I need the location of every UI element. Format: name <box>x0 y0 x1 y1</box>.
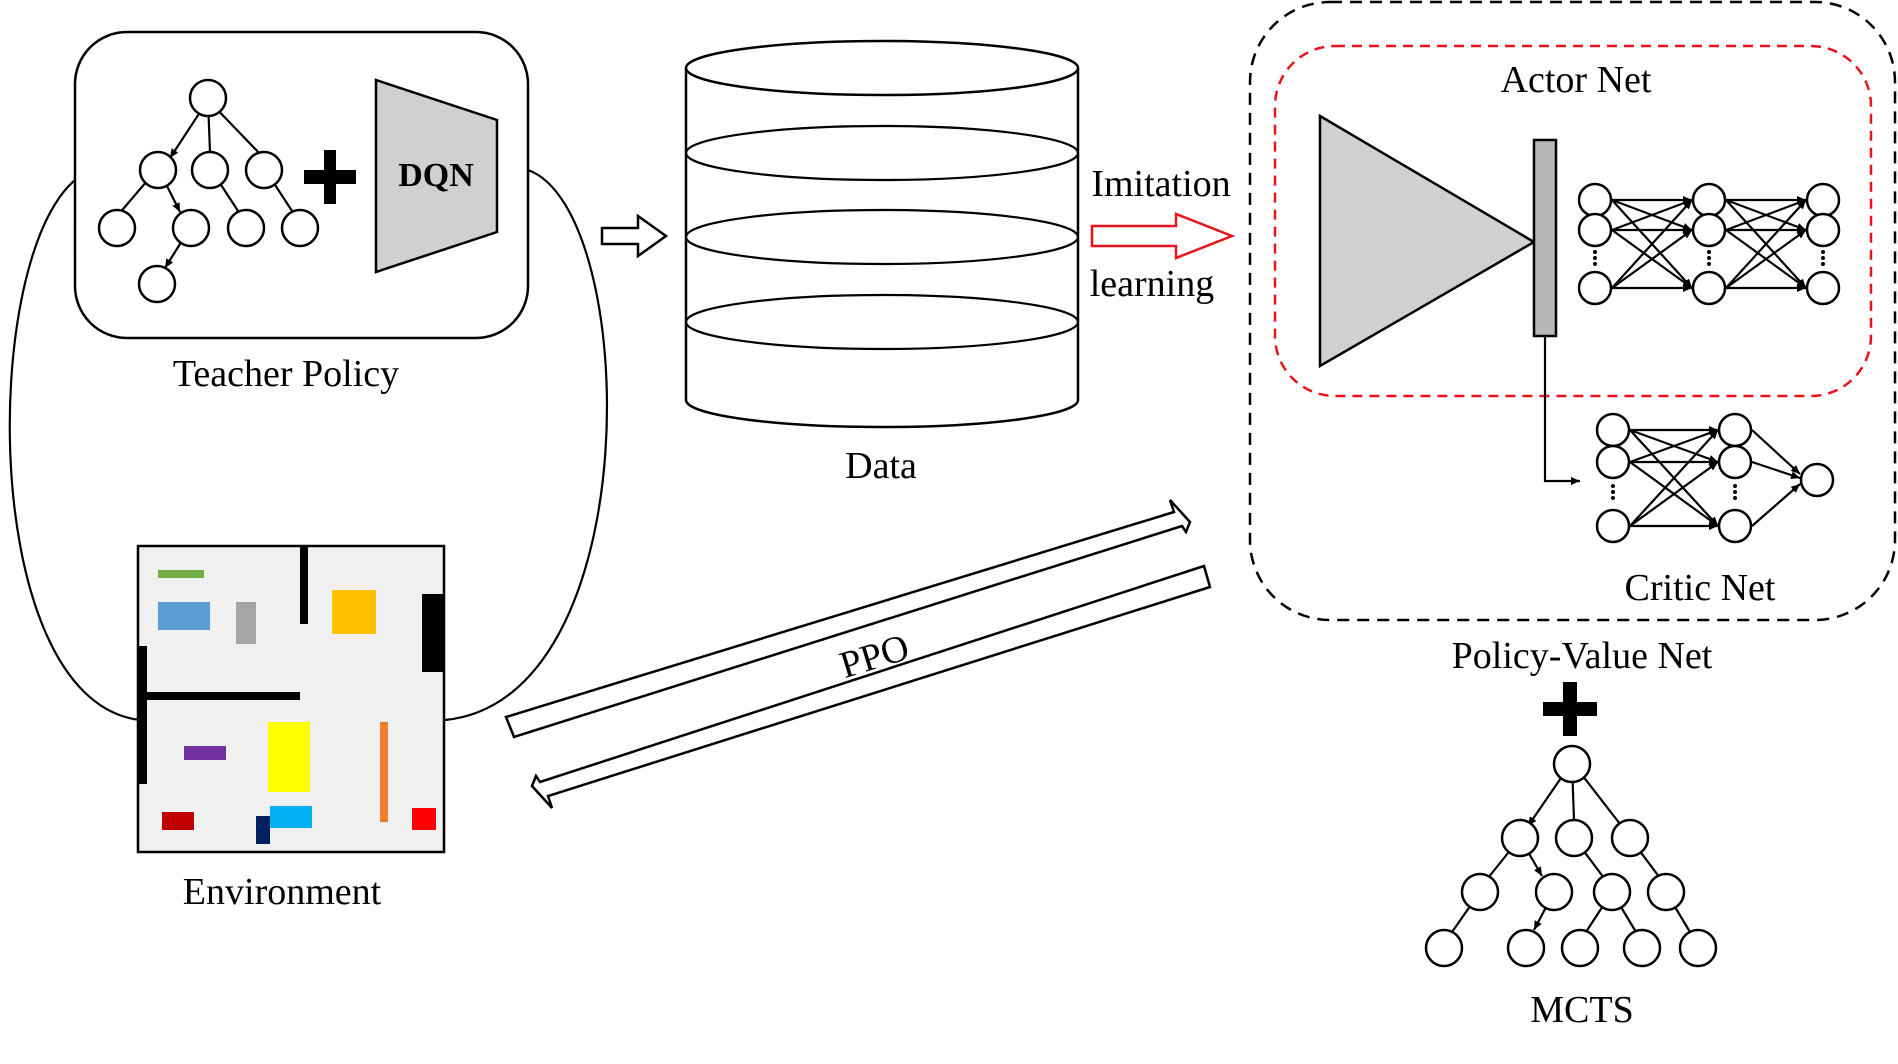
mcts-tree-icon <box>1424 744 1718 968</box>
plus-icon <box>304 150 356 204</box>
data-cylinder <box>684 39 1080 429</box>
environment-map <box>136 544 446 854</box>
data-label: Data <box>845 445 917 487</box>
env-gray-block <box>236 602 256 644</box>
ppo-arrow-to-environment <box>530 564 1212 809</box>
env-green-bar <box>158 570 204 578</box>
actor-mlp <box>1577 182 1841 306</box>
env-purple-block <box>184 746 226 760</box>
critic-net-label: Critic Net <box>1625 567 1776 609</box>
teacher-policy-label: Teacher Policy <box>173 353 399 395</box>
bar-to-critic-connector <box>1543 336 1580 485</box>
policy-value-net-box <box>1248 0 1897 622</box>
env-light-blue-block <box>270 806 312 828</box>
hollow-arrow-to-data <box>600 213 669 259</box>
env-red-block <box>412 808 436 830</box>
environment-label: Environment <box>183 871 382 913</box>
actor-net-label: Actor Net <box>1501 59 1652 101</box>
imitation-label: Imitation <box>1091 163 1230 205</box>
env-yellow-block <box>268 722 310 792</box>
env-navy-block <box>256 816 270 844</box>
dqn-label: DQN <box>398 157 474 194</box>
teacher-environment-loop <box>8 168 609 722</box>
learning-label: learning <box>1090 263 1215 305</box>
mcts-label: MCTS <box>1530 989 1633 1031</box>
env-orange-bar <box>380 722 388 822</box>
actor-net-box <box>1273 44 1873 398</box>
critic-mlp <box>1595 412 1835 544</box>
ppo-arrow-to-net <box>504 499 1192 739</box>
env-orange-block <box>332 590 376 634</box>
env-dark-red-block <box>162 812 194 830</box>
imitation-arrow <box>1090 212 1236 260</box>
dqn-block <box>374 78 499 274</box>
teacher-tree-icon <box>97 78 320 304</box>
actor-encoder-block <box>1318 113 1537 369</box>
plus-icon-mcts <box>1543 682 1597 736</box>
env-blue-block <box>158 602 210 630</box>
policy-value-net-label: Policy-Value Net <box>1452 635 1713 677</box>
feature-bar <box>1532 138 1558 338</box>
